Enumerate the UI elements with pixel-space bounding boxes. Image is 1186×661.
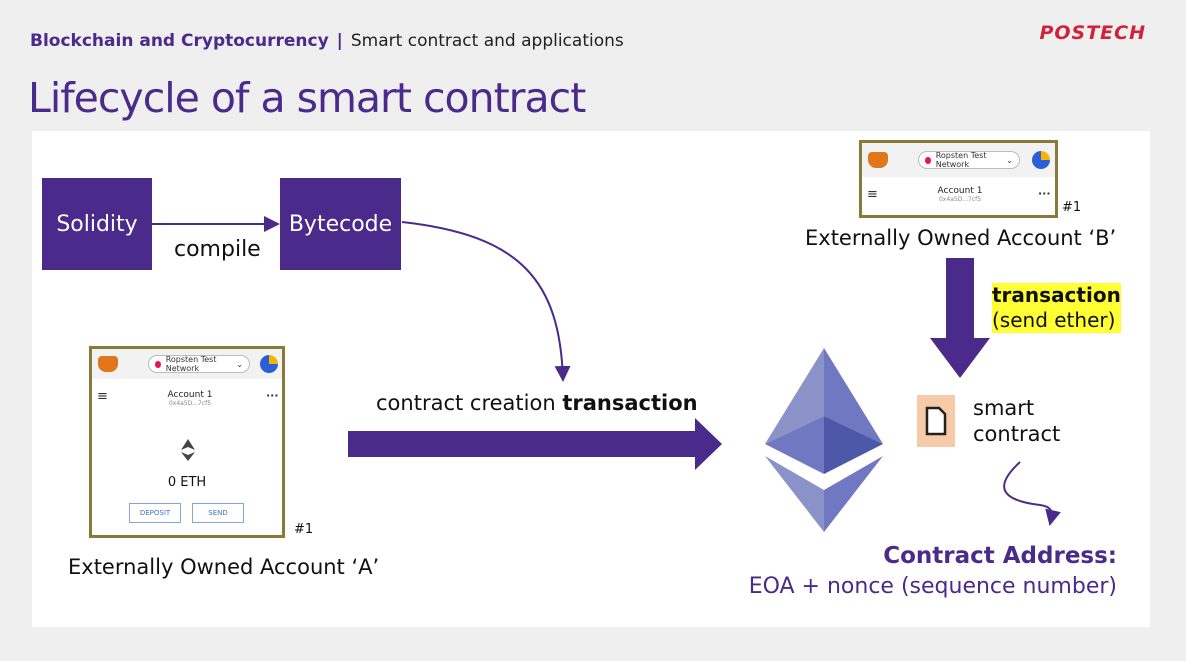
more-options-icon[interactable]: ··· bbox=[1038, 187, 1051, 200]
chevron-down-icon: ⌄ bbox=[236, 359, 243, 369]
account-address: 0x4a5D...7cf5 bbox=[938, 196, 982, 203]
creation-tx-label: contract creation transaction bbox=[376, 391, 698, 415]
send-button[interactable]: SEND bbox=[192, 503, 244, 523]
send-tx-arrow bbox=[930, 258, 990, 378]
wallet-a-topbar: Ropsten Test Network ⌄ bbox=[92, 349, 282, 379]
eoa-a-label: Externally Owned Account ‘A’ bbox=[68, 555, 380, 579]
metamask-wallet-b: Ropsten Test Network ⌄ ≡ Account 1 0x4a5… bbox=[859, 140, 1058, 218]
solidity-box: Solidity bbox=[42, 178, 152, 270]
topic-name: Smart contract and applications bbox=[350, 31, 624, 51]
deposit-button[interactable]: DEPOSIT bbox=[129, 503, 181, 523]
course-name: Blockchain and Cryptocurrency bbox=[30, 31, 329, 51]
smart-contract-document-icon bbox=[917, 395, 955, 447]
send-tx-label: transaction (send ether) bbox=[992, 283, 1121, 333]
hamburger-menu-icon[interactable]: ≡ bbox=[867, 187, 878, 202]
creation-tx-text: contract creation bbox=[376, 391, 556, 415]
document-icon bbox=[925, 406, 947, 436]
network-name: Ropsten Test Network bbox=[165, 355, 217, 373]
eth-icon bbox=[181, 439, 195, 461]
network-dot-icon bbox=[925, 156, 931, 164]
smart-contract-label: smart contract bbox=[973, 395, 1060, 447]
smart-contract-line1: smart bbox=[973, 396, 1035, 420]
postech-logo: POSTECH bbox=[1039, 22, 1146, 44]
address-arrow bbox=[1003, 461, 1061, 526]
account-name: Account 1 bbox=[937, 186, 983, 196]
slide-title: Lifecycle of a smart contract bbox=[28, 74, 586, 122]
eth-balance: 0 ETH bbox=[167, 475, 207, 490]
account-info: Account 1 0x4a5D...7cf5 bbox=[920, 186, 1000, 203]
send-tx-title: transaction bbox=[992, 283, 1121, 308]
hamburger-menu-icon[interactable]: ≡ bbox=[97, 389, 108, 404]
more-options-icon[interactable]: ··· bbox=[266, 389, 279, 402]
wallet-a-note: #1 bbox=[294, 522, 314, 537]
metamask-wallet-a: Ropsten Test Network ⌄ ≡ Account 1 0x4a5… bbox=[89, 346, 285, 538]
creation-tx-arrow bbox=[348, 418, 722, 470]
account-avatar-icon[interactable] bbox=[260, 355, 278, 373]
network-selector[interactable]: Ropsten Test Network ⌄ bbox=[918, 151, 1020, 169]
bytecode-box: Bytecode bbox=[280, 178, 401, 270]
wallet-b-note: #1 bbox=[1062, 200, 1082, 215]
metamask-fox-icon bbox=[98, 356, 118, 372]
account-name: Account 1 bbox=[167, 390, 213, 400]
account-info: Account 1 0x4a5D...7cf5 bbox=[150, 390, 230, 407]
eoa-b-label: Externally Owned Account ‘B’ bbox=[805, 226, 1117, 250]
smart-contract-line2: contract bbox=[973, 422, 1061, 446]
account-avatar-icon[interactable] bbox=[1032, 151, 1050, 169]
network-selector[interactable]: Ropsten Test Network ⌄ bbox=[148, 355, 250, 373]
send-tx-subtitle: (send ether) bbox=[992, 308, 1121, 333]
chevron-down-icon: ⌄ bbox=[1006, 155, 1013, 165]
contract-address-label: Contract Address: bbox=[883, 543, 1117, 569]
bytecode-to-tx-arrow bbox=[401, 221, 571, 382]
account-address: 0x4a5D...7cf5 bbox=[168, 400, 212, 407]
address-formula: EOA + nonce (sequence number) bbox=[748, 574, 1117, 599]
header-separator: | bbox=[336, 31, 343, 51]
creation-tx-bold: transaction bbox=[562, 391, 698, 415]
header: Blockchain and Cryptocurrency | Smart cont… bbox=[30, 31, 624, 51]
network-name: Ropsten Test Network bbox=[935, 151, 987, 169]
ethereum-logo bbox=[765, 348, 883, 532]
compile-label: compile bbox=[174, 237, 261, 262]
network-dot-icon bbox=[155, 360, 161, 368]
metamask-fox-icon bbox=[868, 152, 888, 168]
wallet-b-topbar: Ropsten Test Network ⌄ bbox=[862, 143, 1055, 177]
